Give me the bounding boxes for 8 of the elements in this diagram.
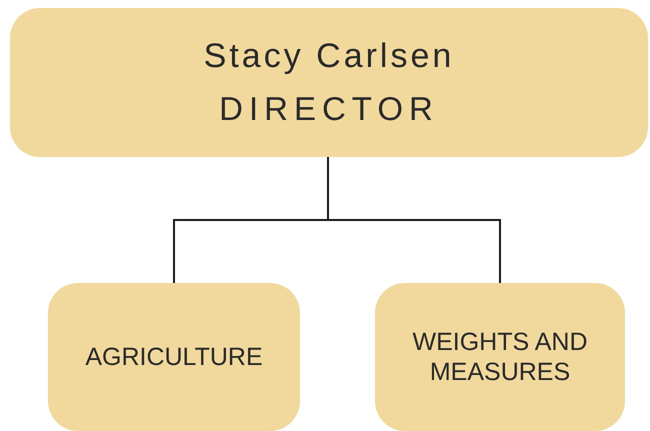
box-title: WEIGHTS AND MEASURES xyxy=(411,327,588,387)
box-subtitle: DIRECTOR xyxy=(219,89,439,129)
box-title: AGRICULTURE xyxy=(85,342,263,372)
org-box xyxy=(10,8,648,157)
org-box xyxy=(48,283,300,431)
org-box xyxy=(375,283,625,431)
box-title: Stacy Carlsen xyxy=(204,36,454,78)
connector-line xyxy=(327,157,501,283)
